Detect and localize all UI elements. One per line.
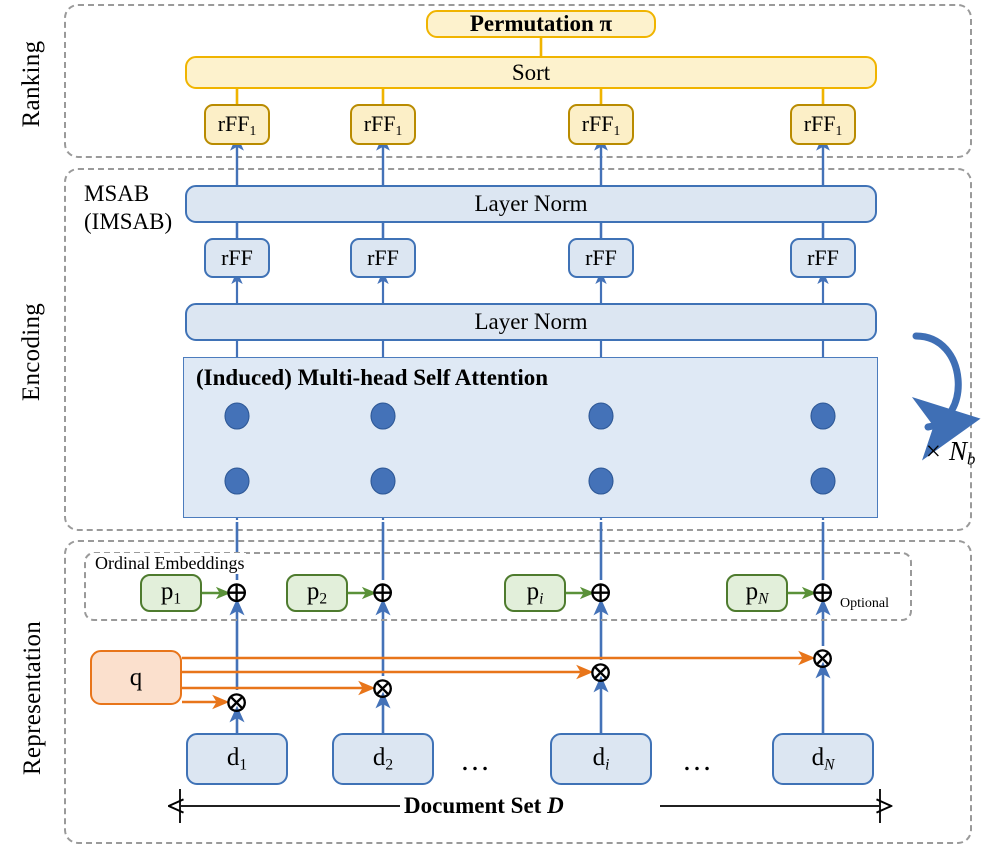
repeat-n-symbol: N bbox=[948, 436, 967, 466]
plus-operator-1: ⊕ bbox=[224, 576, 250, 609]
document-label-2: d2 bbox=[372, 743, 394, 774]
ranking-rff-box-4: rFF1 bbox=[790, 104, 856, 145]
ordinal-label-1: p1 bbox=[160, 577, 182, 608]
query-box: q bbox=[90, 650, 182, 705]
plus-operator-3: ⊕ bbox=[588, 576, 614, 609]
attention-node-lower-4 bbox=[810, 467, 836, 495]
section-representation-frame bbox=[64, 540, 972, 844]
layer-norm-bottom-label: Layer Norm bbox=[474, 309, 588, 334]
ranking-rff-label-1: rFF1 bbox=[217, 110, 257, 138]
document-set-label: Document Set D bbox=[404, 793, 564, 819]
ordinal-label-4: pN bbox=[745, 577, 769, 608]
layer-norm-top: Layer Norm bbox=[185, 185, 877, 223]
msab-label-line1: MSAB bbox=[84, 181, 150, 206]
document-set-text: Document Set bbox=[404, 793, 542, 818]
attention-label: (Induced) Multi-head Self Attention bbox=[196, 365, 549, 390]
ordinal-label-3: pi bbox=[526, 577, 544, 608]
ordinal-box-4: pN bbox=[726, 574, 788, 612]
times-operator-3: ⊗ bbox=[588, 656, 614, 689]
encoding-rff-box-3: rFF bbox=[568, 238, 634, 278]
document-box-1: d1 bbox=[186, 733, 288, 785]
encoding-rff-label-2: rFF bbox=[367, 245, 399, 270]
repeat-subscript: b bbox=[967, 449, 976, 469]
encoding-rff-box-4: rFF bbox=[790, 238, 856, 278]
document-ellipsis-1: … bbox=[460, 744, 493, 777]
plus-operator-4: ⊕ bbox=[810, 576, 836, 609]
attention-node-lower-1 bbox=[224, 467, 250, 495]
attention-node-upper-1 bbox=[224, 402, 250, 430]
ordinal-box-2: p2 bbox=[286, 574, 348, 612]
encoding-rff-label-1: rFF bbox=[221, 245, 253, 270]
document-ellipsis-2: … bbox=[682, 744, 715, 777]
attention-node-lower-2 bbox=[370, 467, 396, 495]
ranking-rff-label-4: rFF1 bbox=[803, 110, 843, 138]
times-operator-1: ⊗ bbox=[224, 686, 250, 719]
encoding-rff-label-3: rFF bbox=[585, 245, 617, 270]
repeat-times-symbol: × bbox=[924, 436, 943, 466]
ordinal-box-3: pi bbox=[504, 574, 566, 612]
layer-norm-bottom: Layer Norm bbox=[185, 303, 877, 341]
optional-label: Optional bbox=[840, 596, 889, 611]
repeat-label: × Nb bbox=[924, 436, 975, 470]
document-box-4: dN bbox=[772, 733, 874, 785]
ordinal-embeddings-title: Ordinal Embeddings bbox=[93, 553, 247, 574]
msab-label: MSAB (IMSAB) bbox=[84, 180, 172, 236]
ranking-rff-box-3: rFF1 bbox=[568, 104, 634, 145]
sort-label: Sort bbox=[511, 59, 551, 85]
ranking-rff-label-3: rFF1 bbox=[581, 110, 621, 138]
document-set-symbol: D bbox=[547, 793, 564, 818]
attention-node-lower-3 bbox=[588, 467, 614, 495]
plus-operator-2: ⊕ bbox=[370, 576, 396, 609]
attention-panel bbox=[183, 357, 878, 518]
sort-box: Sort bbox=[185, 56, 877, 89]
attention-node-upper-2 bbox=[370, 402, 396, 430]
query-label: q bbox=[129, 663, 143, 691]
attention-node-upper-3 bbox=[588, 402, 614, 430]
document-box-3: di bbox=[550, 733, 652, 785]
ranking-rff-label-2: rFF1 bbox=[363, 110, 403, 138]
encoding-rff-box-1: rFF bbox=[204, 238, 270, 278]
document-label-1: d1 bbox=[226, 743, 248, 774]
times-operator-4: ⊗ bbox=[810, 642, 836, 675]
attention-node-upper-4 bbox=[810, 402, 836, 430]
section-encoding-frame bbox=[64, 168, 972, 531]
layer-norm-top-label: Layer Norm bbox=[474, 191, 588, 216]
ordinal-box-1: p1 bbox=[140, 574, 202, 612]
section-ranking-frame bbox=[64, 4, 972, 158]
encoding-rff-box-2: rFF bbox=[350, 238, 416, 278]
times-operator-2: ⊗ bbox=[370, 672, 396, 705]
document-label-3: di bbox=[592, 743, 610, 774]
msab-label-line2: (IMSAB) bbox=[84, 209, 173, 235]
encoding-rff-label-4: rFF bbox=[807, 245, 839, 270]
ordinal-embeddings-frame bbox=[84, 552, 912, 621]
permutation-label: Permutation π bbox=[469, 11, 613, 36]
ordinal-label-2: p2 bbox=[306, 577, 328, 608]
ranking-rff-box-1: rFF1 bbox=[204, 104, 270, 145]
permutation-box: Permutation π bbox=[426, 10, 656, 38]
document-label-4: dN bbox=[811, 743, 835, 774]
document-box-2: d2 bbox=[332, 733, 434, 785]
ranking-rff-box-2: rFF1 bbox=[350, 104, 416, 145]
